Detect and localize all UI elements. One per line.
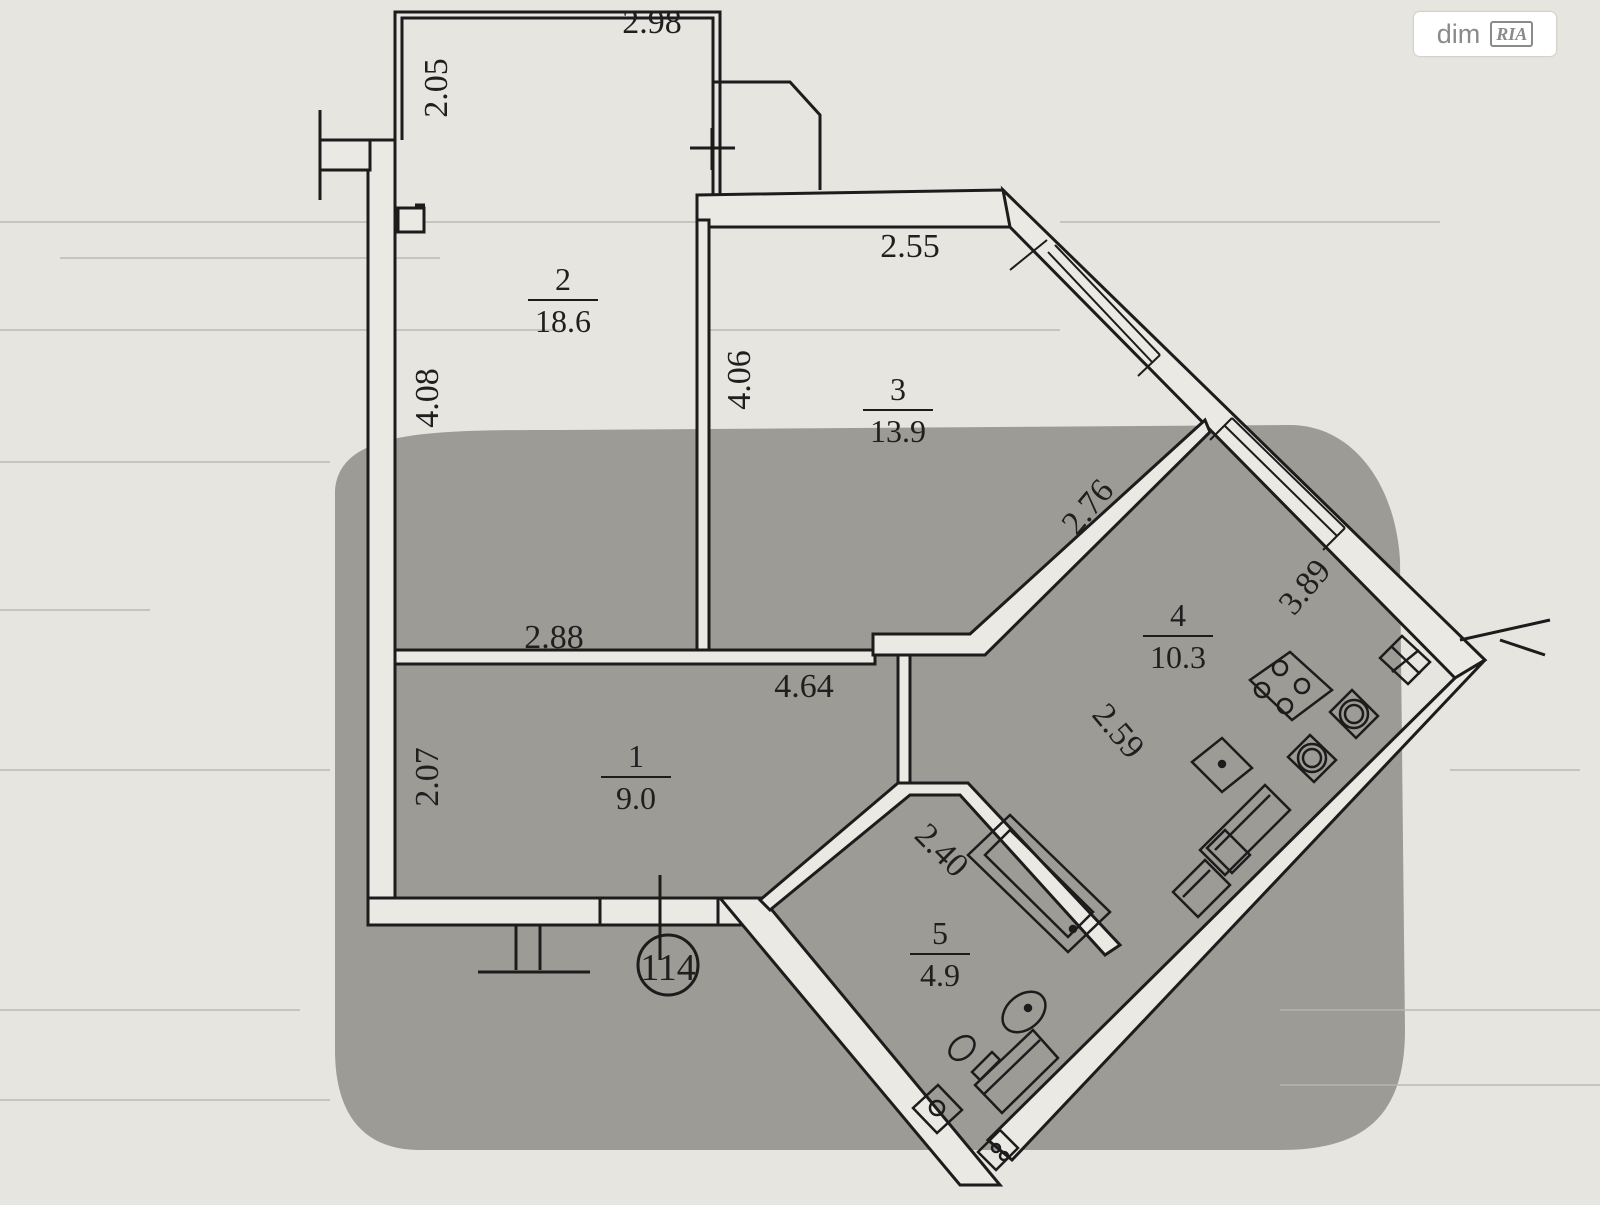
room-1-label: 1 9.0 xyxy=(601,738,671,816)
room-2-label: 2 18.6 xyxy=(528,261,598,339)
dim-room3-width: 2.55 xyxy=(880,228,940,265)
room-1-number: 1 xyxy=(628,738,644,774)
kitchen-counter-icon xyxy=(1171,634,1432,919)
dim-room2-width: 2.88 xyxy=(524,619,584,656)
balcony xyxy=(393,10,822,195)
door-stubs xyxy=(318,110,1551,974)
dim-hall-width: 4.64 xyxy=(774,668,834,705)
room-5-number: 5 xyxy=(932,915,948,951)
apartment-number: 114 xyxy=(640,947,696,989)
dim-balcony-width: 2.98 xyxy=(622,4,682,41)
bathtub-icon xyxy=(966,813,1112,954)
room-1-area: 9.0 xyxy=(616,780,656,816)
photo-shadow xyxy=(335,425,1405,1150)
watermark-brand: dim xyxy=(1436,18,1481,49)
room-labels: 2 18.6 3 13.9 4 10.3 1 9.0 5 4.9 xyxy=(528,261,1213,993)
room-3-label: 3 13.9 xyxy=(863,371,933,449)
washbasin-icon xyxy=(1001,990,1047,1034)
room-4-label: 4 10.3 xyxy=(1143,597,1213,675)
room-2-area: 18.6 xyxy=(535,303,591,339)
bath-cabinet-icon xyxy=(911,1028,1060,1172)
room-5-label: 5 4.9 xyxy=(910,915,970,993)
room-2-number: 2 xyxy=(555,261,571,297)
stove-icon xyxy=(1248,650,1334,722)
room-3-number: 3 xyxy=(890,371,906,407)
dim-hall-height: 2.07 xyxy=(409,747,446,807)
room-4-number: 4 xyxy=(1170,597,1186,633)
dim-room3-height: 4.06 xyxy=(721,350,758,410)
room-5-area: 4.9 xyxy=(920,957,960,993)
dim-room2-height: 4.08 xyxy=(409,368,446,428)
fixtures xyxy=(911,634,1432,1172)
watermark-badge: RIA xyxy=(1490,21,1534,47)
apartment-number-circle xyxy=(636,933,700,997)
dim-ria-watermark: dim RIA xyxy=(1414,12,1556,56)
room-3-area: 13.9 xyxy=(870,413,926,449)
room-4-area: 10.3 xyxy=(1150,639,1206,675)
kitchen-sink-icon xyxy=(1190,736,1254,794)
walls xyxy=(318,138,1488,1187)
dim-balcony-depth: 2.05 xyxy=(418,58,455,118)
windows xyxy=(1009,239,1346,551)
